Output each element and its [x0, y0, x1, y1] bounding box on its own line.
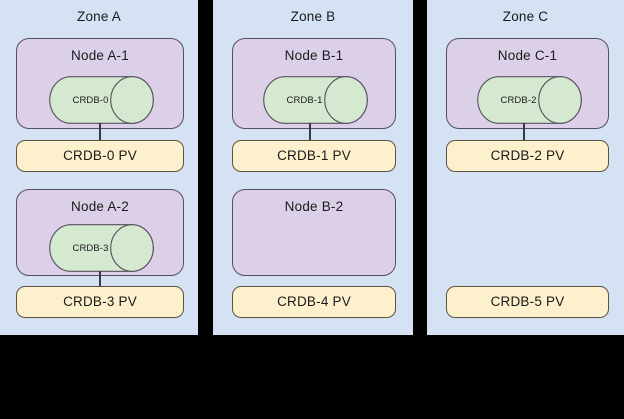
node-b-2[interactable]: Node B-2 [232, 189, 396, 276]
connector-node-a-2-to-crdb-3-pv [99, 271, 101, 287]
cylinder-icon [477, 76, 582, 124]
pv-crdb-1[interactable]: CRDB-1 PV [232, 140, 396, 172]
connector-node-c-1-to-crdb-2-pv [523, 123, 525, 141]
pv-crdb-1-label: CRDB-1 PV [277, 148, 351, 163]
node-a-1[interactable]: Node A-1 CRDB-0 [16, 38, 184, 129]
crdb-3-cylinder[interactable]: CRDB-3 [49, 224, 154, 272]
zone-c: Zone C Node C-1 CRDB-2 CRDB-2 PV CRDB-5 … [427, 0, 624, 335]
crdb-0-cylinder[interactable]: CRDB-0 [49, 76, 154, 124]
node-a-1-title: Node A-1 [71, 48, 129, 63]
zone-c-title: Zone C [502, 9, 549, 24]
connector-node-a-1-to-crdb-0-pv [99, 123, 101, 141]
node-a-2-title: Node A-2 [71, 199, 129, 214]
pv-crdb-0-label: CRDB-0 PV [63, 148, 137, 163]
node-c-1[interactable]: Node C-1 CRDB-2 [446, 38, 609, 129]
pv-crdb-4[interactable]: CRDB-4 PV [232, 286, 396, 318]
crdb-1-cylinder[interactable]: CRDB-1 [263, 76, 368, 124]
cylinder-icon [263, 76, 368, 124]
pv-crdb-2[interactable]: CRDB-2 PV [446, 140, 609, 172]
crdb-2-cylinder[interactable]: CRDB-2 [477, 76, 582, 124]
zone-b-title: Zone B [290, 9, 336, 24]
pv-crdb-4-label: CRDB-4 PV [277, 294, 351, 309]
zone-a-title: Zone A [77, 9, 121, 24]
zone-b: Zone B Node B-1 CRDB-1 CRDB-1 PV Node B-… [213, 0, 413, 335]
node-b-1-title: Node B-1 [284, 48, 344, 63]
node-c-1-title: Node C-1 [497, 48, 558, 63]
pv-crdb-2-label: CRDB-2 PV [490, 148, 565, 163]
connector-node-b-1-to-crdb-1-pv [309, 123, 311, 141]
cylinder-icon [49, 224, 154, 272]
pv-crdb-3-label: CRDB-3 PV [63, 294, 137, 309]
pv-crdb-3[interactable]: CRDB-3 PV [16, 286, 184, 318]
pv-crdb-5[interactable]: CRDB-5 PV [446, 286, 609, 318]
node-a-2[interactable]: Node A-2 CRDB-3 [16, 189, 184, 276]
pv-crdb-5-label: CRDB-5 PV [490, 294, 565, 309]
pv-crdb-0[interactable]: CRDB-0 PV [16, 140, 184, 172]
cylinder-icon [49, 76, 154, 124]
node-b-1[interactable]: Node B-1 CRDB-1 [232, 38, 396, 129]
node-b-2-title: Node B-2 [284, 199, 344, 214]
zone-a: Zone A Node A-1 CRDB-0 CRDB-0 PV Node A-… [0, 0, 198, 335]
